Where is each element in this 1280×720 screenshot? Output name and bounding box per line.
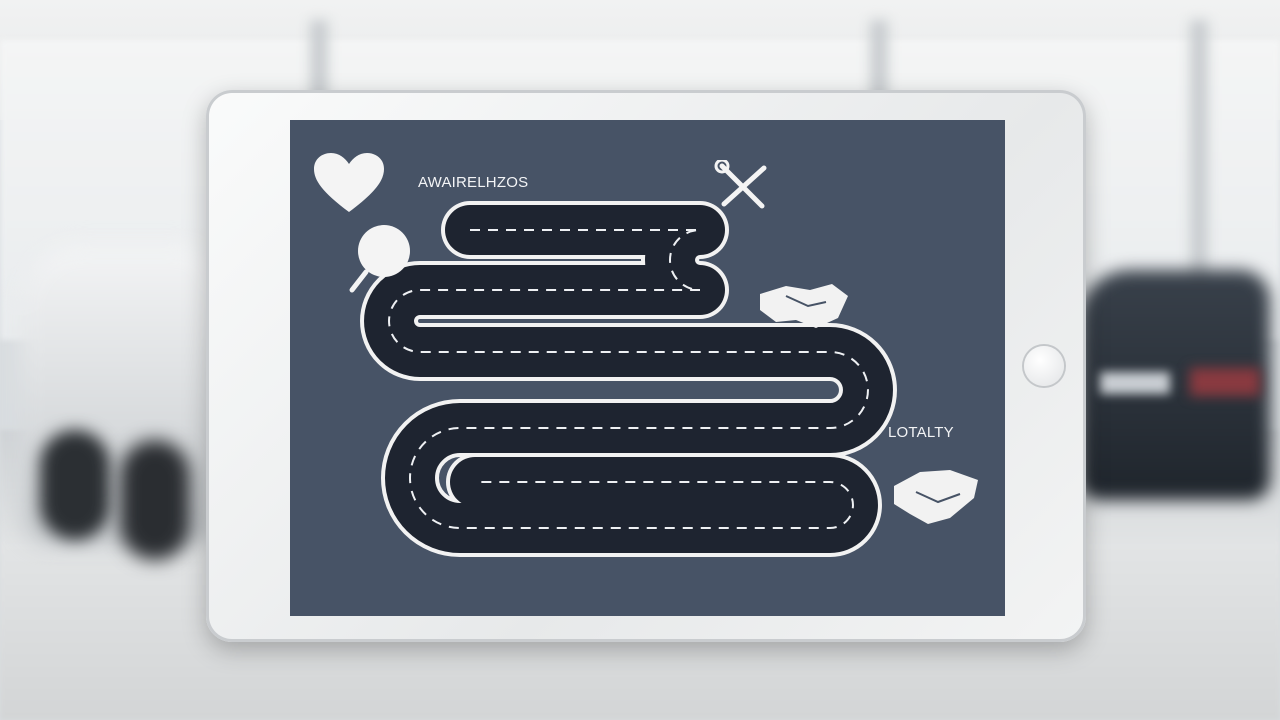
license-plate xyxy=(1100,372,1170,394)
home-button[interactable] xyxy=(1024,346,1064,386)
handshake-icon xyxy=(760,284,848,328)
window-frame xyxy=(1190,20,1208,350)
magnifier-icon xyxy=(349,225,410,293)
loyalty-label: LOTALTY xyxy=(888,424,954,441)
tail-light xyxy=(1190,368,1260,396)
car-wheel xyxy=(120,440,190,560)
handshake-icon xyxy=(894,470,978,524)
tablet-screen: AWAIRELHZOS LOTALTY xyxy=(290,120,1005,616)
wrench-screwdriver-icon xyxy=(714,160,767,209)
awareness-label: AWAIRELHZOS xyxy=(418,174,529,191)
tablet-device: AWAIRELHZOS LOTALTY xyxy=(206,90,1086,642)
customer-journey-road xyxy=(360,201,897,557)
car-wheel xyxy=(40,430,110,540)
heart-icon xyxy=(314,153,384,212)
